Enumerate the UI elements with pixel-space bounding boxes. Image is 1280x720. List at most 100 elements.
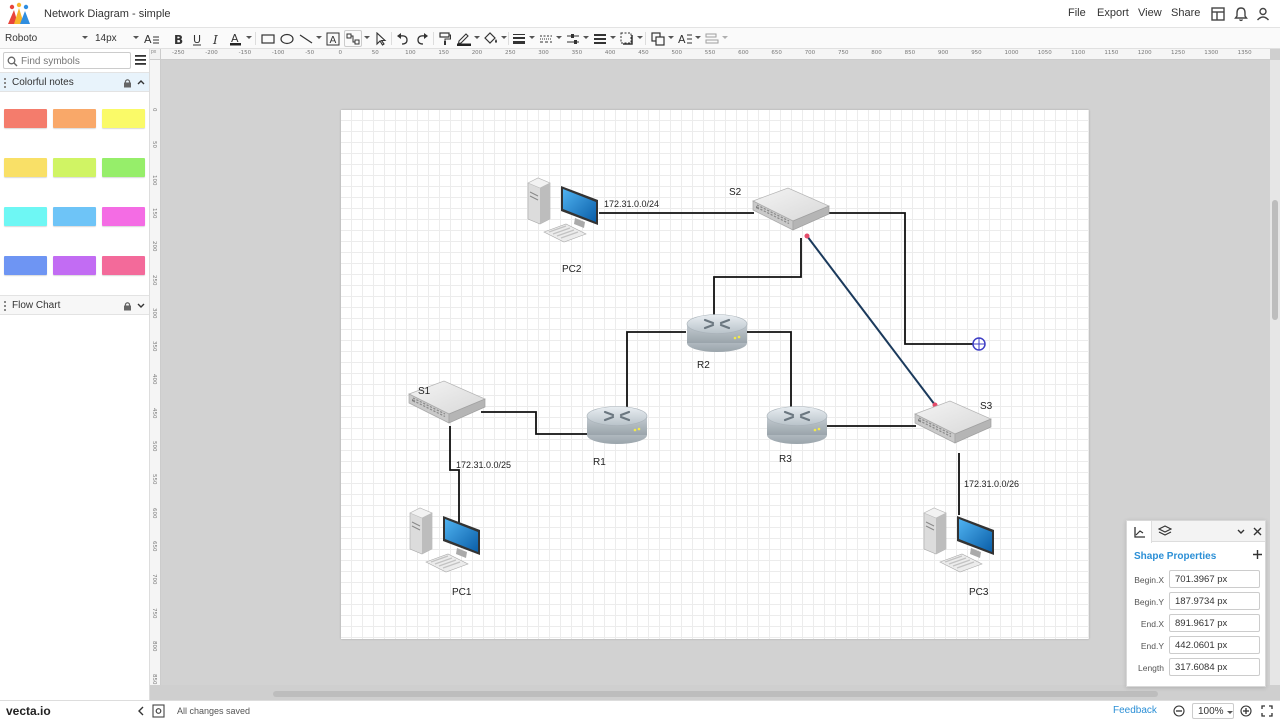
note-blue[interactable] [4, 256, 47, 275]
connection-point-target[interactable] [972, 337, 986, 351]
drag-handle-icon[interactable] [4, 301, 6, 311]
font-family-select[interactable]: Roboto [5, 30, 87, 47]
undo-button[interactable] [395, 30, 410, 47]
note-yellow[interactable] [102, 109, 145, 128]
chevron-up-icon[interactable] [137, 79, 145, 85]
arrange-button[interactable] [650, 30, 666, 47]
document-title[interactable]: Network Diagram - simple [44, 8, 171, 20]
format-painter-button[interactable] [437, 30, 452, 47]
collapse-chevron-icon[interactable] [1237, 529, 1245, 535]
router-r3-icon[interactable] [765, 405, 829, 446]
label-pc2[interactable]: PC2 [562, 264, 582, 275]
shadow-button[interactable] [619, 30, 635, 47]
router-r2-icon[interactable] [685, 313, 749, 354]
connector-tool-button[interactable] [344, 30, 362, 47]
label-s1[interactable]: S1 [418, 386, 431, 397]
vecta-logo-icon[interactable] [6, 2, 32, 26]
brand-name[interactable]: vecta.io [6, 704, 51, 718]
notification-bell-icon[interactable] [1232, 5, 1250, 23]
align-button[interactable] [592, 30, 608, 47]
link-s1-r1[interactable] [481, 411, 588, 435]
end-x-input[interactable] [1169, 614, 1260, 632]
canvas-area[interactable]: PC2 S2 R2 S1 R1 R3 S3 PC1 PC3 172.31.0.0… [161, 60, 1270, 685]
text-tool-button[interactable]: A [325, 30, 340, 47]
distribute-button[interactable] [704, 30, 720, 47]
label-r3[interactable]: R3 [779, 454, 792, 465]
horizontal-scroll-thumb[interactable] [273, 691, 1158, 697]
menu-export[interactable]: Export [1097, 7, 1129, 19]
link-r2-r1[interactable] [626, 331, 686, 407]
text-align-button[interactable]: A [677, 30, 693, 47]
label-s2[interactable]: S2 [729, 187, 742, 198]
collapse-panel-chevron-icon[interactable] [137, 706, 145, 716]
note-magenta[interactable] [102, 207, 145, 226]
menu-view[interactable]: View [1138, 7, 1162, 19]
note-cyan[interactable] [4, 207, 47, 226]
length-input[interactable] [1169, 658, 1260, 676]
menu-share[interactable]: Share [1171, 7, 1201, 19]
text-size-button[interactable]: A [143, 30, 163, 47]
lock-icon[interactable] [123, 78, 132, 88]
rectangle-tool-button[interactable] [260, 30, 275, 47]
vertical-scroll-thumb[interactable] [1272, 200, 1278, 320]
hamburger-menu-icon[interactable] [134, 54, 147, 66]
zoom-out-icon[interactable] [1173, 705, 1185, 717]
note-sky-blue[interactable] [53, 207, 96, 226]
network-diagram[interactable]: PC2 S2 R2 S1 R1 R3 S3 PC1 PC3 172.31.0.0… [341, 110, 1089, 639]
begin-y-input[interactable] [1169, 592, 1260, 610]
note-gold[interactable] [4, 158, 47, 177]
end-y-input[interactable] [1169, 636, 1260, 654]
link-s2-r2[interactable] [713, 238, 802, 315]
vertical-scrollbar[interactable] [1270, 60, 1280, 685]
menu-file[interactable]: File [1068, 7, 1086, 19]
zoom-select[interactable]: 100% [1192, 703, 1234, 719]
begin-x-input[interactable] [1169, 570, 1260, 588]
close-icon[interactable] [1253, 527, 1262, 536]
section-colorful-notes-header[interactable]: Colorful notes [0, 72, 149, 92]
redo-button[interactable] [414, 30, 429, 47]
feedback-link[interactable]: Feedback [1113, 705, 1157, 716]
search-input[interactable] [21, 54, 129, 68]
label-s3[interactable]: S3 [980, 401, 993, 412]
document-settings-icon[interactable] [152, 704, 165, 718]
line-weight-button[interactable] [511, 30, 527, 47]
section-flow-chart-header[interactable]: Flow Chart [0, 295, 149, 315]
pc1-icon[interactable] [409, 507, 481, 573]
line-style-button[interactable] [538, 30, 554, 47]
note-orange[interactable] [53, 109, 96, 128]
note-purple[interactable] [53, 256, 96, 275]
label-r2[interactable]: R2 [697, 360, 710, 371]
selected-connector[interactable] [804, 233, 938, 408]
note-red[interactable] [4, 109, 47, 128]
account-icon[interactable] [1254, 5, 1272, 23]
link-r2-r3[interactable] [746, 331, 792, 408]
note-pink[interactable] [102, 256, 145, 275]
text-color-button[interactable]: A [228, 30, 244, 47]
drag-handle-icon[interactable] [4, 78, 6, 88]
router-r1-icon[interactable] [585, 405, 649, 446]
connector-begin-handle[interactable] [804, 233, 810, 239]
drawing-page[interactable]: PC2 S2 R2 S1 R1 R3 S3 PC1 PC3 172.31.0.0… [341, 110, 1089, 639]
label-pc1[interactable]: PC1 [452, 587, 472, 598]
chevron-down-icon[interactable] [137, 303, 145, 309]
tab-properties[interactable] [1127, 521, 1152, 543]
spacing-button[interactable] [565, 30, 581, 47]
pc2-icon[interactable] [527, 177, 599, 243]
lock-icon[interactable] [123, 301, 132, 311]
note-green[interactable] [102, 158, 145, 177]
fill-color-button[interactable] [483, 30, 499, 47]
label-network-pc1[interactable]: 172.31.0.0/25 [456, 460, 511, 470]
underline-button[interactable]: U [190, 30, 204, 47]
font-size-select[interactable]: 14px [95, 30, 135, 47]
line-tool-button[interactable] [298, 30, 314, 47]
switch-s2-icon[interactable] [752, 187, 830, 231]
link-s1-pc1[interactable] [449, 426, 460, 524]
layout-icon[interactable] [1209, 5, 1227, 23]
pc3-icon[interactable] [923, 507, 995, 573]
note-lime[interactable] [53, 158, 96, 177]
ellipse-tool-button[interactable] [279, 30, 294, 47]
add-property-icon[interactable] [1252, 549, 1263, 560]
zoom-in-icon[interactable] [1240, 705, 1252, 717]
pointer-tool-button[interactable] [373, 30, 388, 47]
fullscreen-icon[interactable] [1261, 705, 1273, 717]
